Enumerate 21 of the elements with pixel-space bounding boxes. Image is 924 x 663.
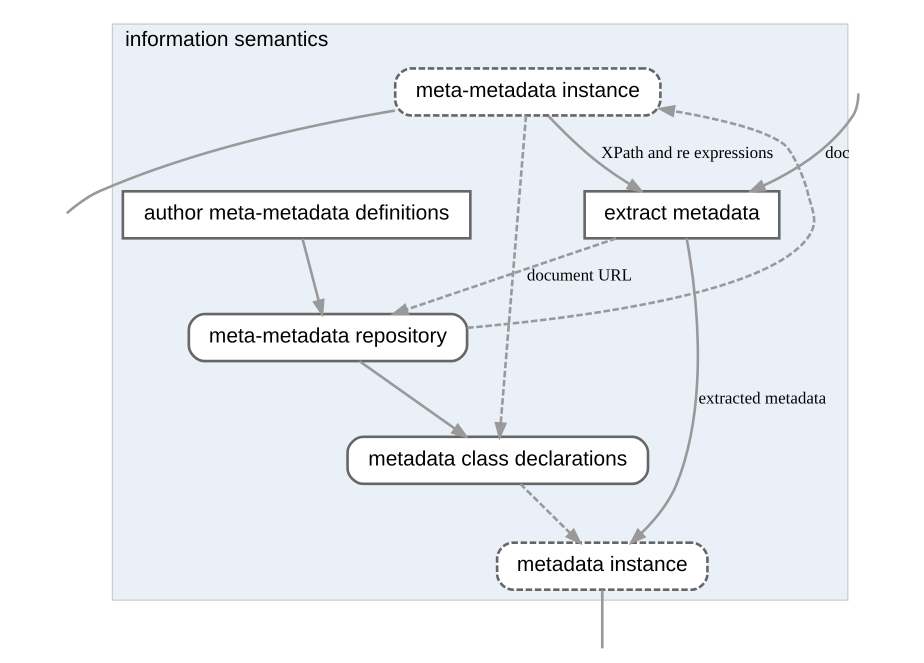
- node-box: author meta-metadata definitions: [121, 190, 472, 240]
- arrow: [546, 114, 644, 194]
- arrow: [747, 93, 860, 193]
- node-box: metadata instance: [495, 541, 708, 591]
- node-box: meta-metadata instance: [393, 67, 662, 117]
- arrow: [494, 116, 527, 440]
- node-box: meta-metadata repository: [187, 312, 468, 362]
- arrow: [628, 238, 699, 546]
- connector: [66, 109, 395, 214]
- edge-label: document URL: [526, 266, 632, 285]
- arrow: [519, 483, 582, 546]
- node-box: metadata class declarations: [346, 436, 649, 486]
- arrow: [358, 360, 469, 439]
- edge-label: doc: [824, 142, 850, 162]
- arrow: [390, 237, 616, 316]
- node-box: extract metadata: [582, 190, 780, 240]
- arrow: [300, 238, 324, 318]
- edge-label: XPath and re expressions: [600, 142, 773, 162]
- edge-label: extracted metadata: [698, 388, 826, 408]
- arrow: [466, 104, 815, 330]
- connector: [600, 590, 604, 648]
